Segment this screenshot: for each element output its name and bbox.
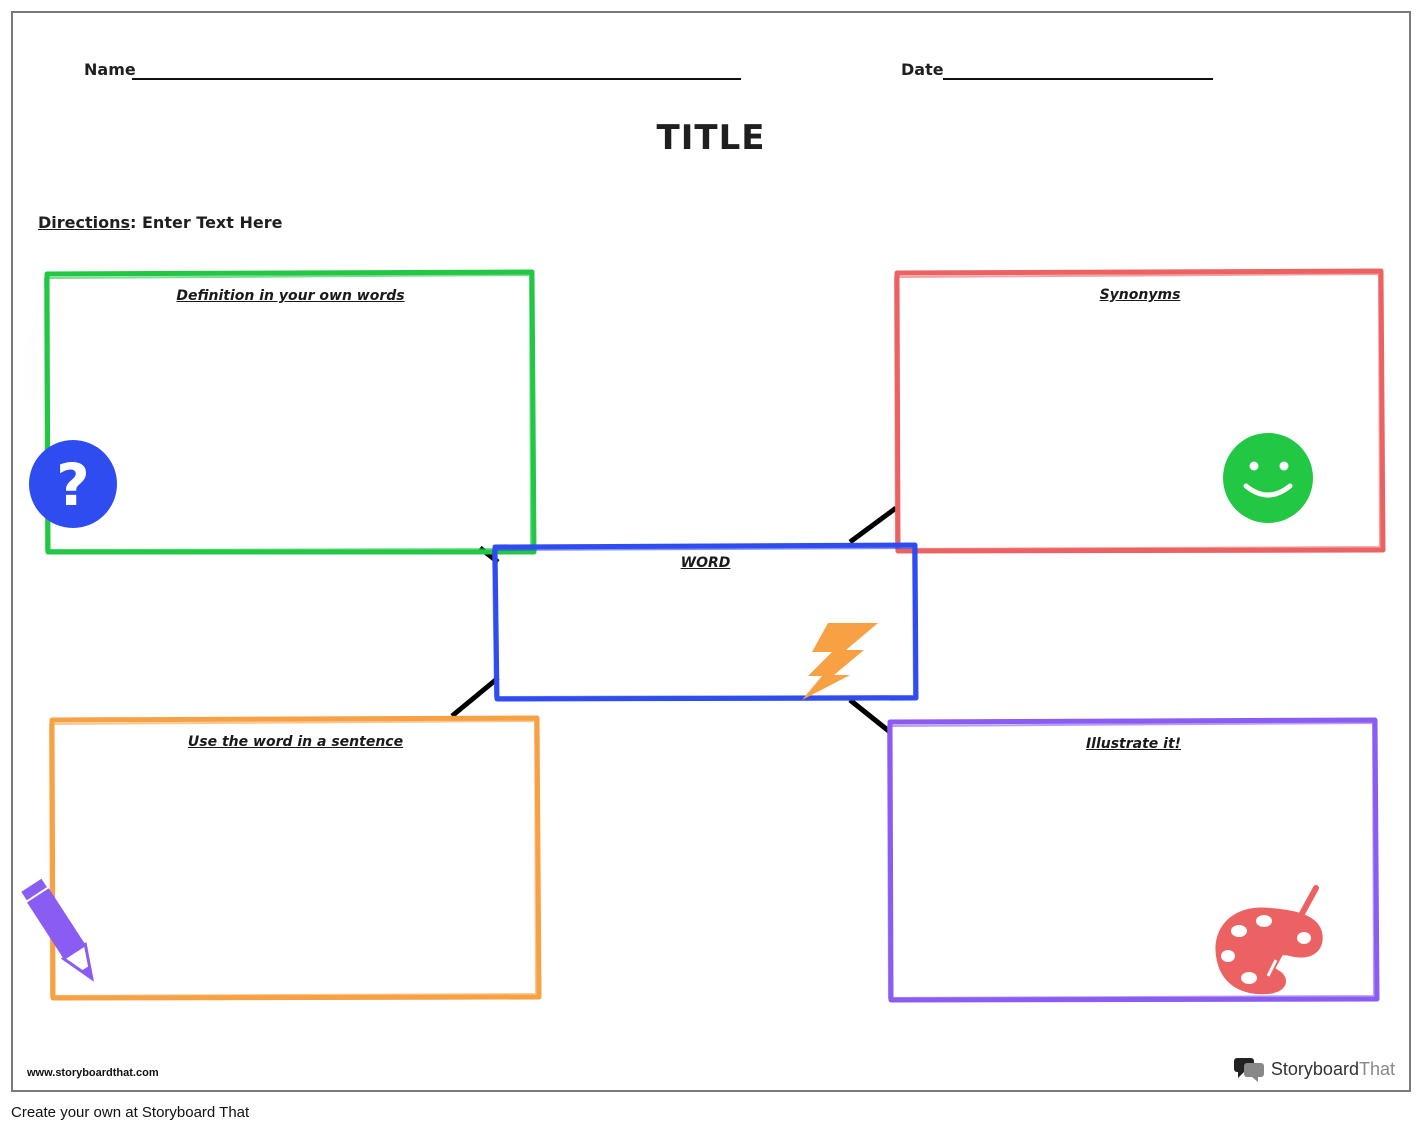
word-heading: WORD (680, 555, 731, 571)
brand-text: StoryboardThat (1271, 1059, 1395, 1080)
name-label: Name (84, 60, 136, 79)
speech-bubbles-icon (1233, 1058, 1264, 1082)
brand-light: That (1358, 1058, 1395, 1079)
date-label: Date (901, 60, 944, 79)
create-your-own-link[interactable]: Create your own at Storyboard That (11, 1104, 250, 1121)
word-box[interactable]: WORD (495, 545, 916, 699)
sentence-box[interactable]: Use the word in a sentence (52, 718, 539, 998)
name-input-line[interactable] (132, 78, 741, 80)
definition-heading: Definition in your own words (176, 288, 405, 304)
directions-text: : Enter Text Here (130, 213, 283, 232)
page-title[interactable]: TITLE (656, 118, 766, 158)
storyboardthat-logo: StoryboardThat (1233, 1056, 1395, 1082)
directions[interactable]: Directions: Enter Text Here (38, 213, 282, 232)
directions-label: Directions (38, 213, 131, 232)
illustrate-heading: Illustrate it! (1085, 736, 1182, 752)
synonyms-heading: Synonyms (1099, 287, 1181, 303)
illustrate-box[interactable]: Illustrate it! (890, 720, 1377, 1000)
footer-url: www.storyboardthat.com (27, 1067, 159, 1079)
brand-dark: Storyboard (1270, 1058, 1359, 1079)
definition-box[interactable]: Definition in your own words (47, 272, 534, 552)
synonyms-box[interactable]: Synonyms (897, 271, 1383, 551)
sentence-heading: Use the word in a sentence (187, 734, 404, 750)
date-input-line[interactable] (943, 78, 1213, 80)
